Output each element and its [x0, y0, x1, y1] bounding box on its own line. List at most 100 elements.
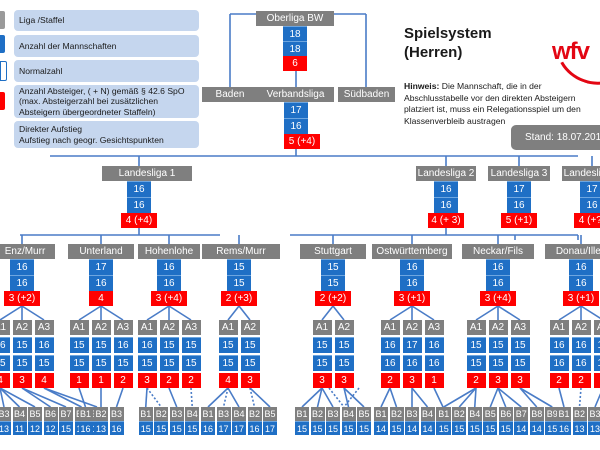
direct-promotion-line [558, 387, 565, 408]
teams-count: 15 [321, 259, 345, 275]
league-kreisliga-b: B5 [28, 407, 42, 421]
relegation-count: 3 (+1) [563, 291, 599, 306]
geo-promotion-line [146, 387, 162, 408]
teams-count: 15 [498, 421, 513, 435]
teams-count: 15 [341, 421, 356, 435]
direct-promotion-line [558, 305, 582, 321]
normal-count: 15 [488, 355, 508, 371]
normal-count: 15 [240, 355, 260, 371]
relegation-count: 2 [571, 373, 591, 388]
league-landesliga: Landesliga 1 [102, 166, 192, 181]
direct-promotion-line [227, 387, 240, 408]
teams-count: 15 [240, 337, 260, 353]
teams-count: 13 [572, 421, 587, 435]
geo-promotion-line [190, 387, 194, 408]
relegation-count: 5 (+4) [284, 134, 320, 149]
league-bezirksliga: Ostwürttemberg [372, 244, 452, 259]
teams-count: 15 [545, 421, 560, 435]
teams-count: 14 [374, 421, 388, 435]
hint-label: Hinweis: [404, 81, 440, 91]
direct-promotion-line [207, 387, 229, 408]
league-kreisliga-a: A1 [549, 320, 569, 335]
teams-count: 13 [94, 421, 108, 435]
stand-date-badge: Stand: 18.07.2019 [511, 125, 600, 150]
direct-promotion-line [580, 305, 600, 320]
league-baden: Baden [202, 87, 258, 102]
normal-count: 16 [127, 197, 151, 213]
legend-swatch-teams [0, 35, 5, 53]
normal-count: 16 [380, 355, 400, 371]
direct-promotion-line [115, 387, 124, 408]
direct-promotion-line [227, 305, 240, 321]
league-kreisliga-a: A1 [0, 320, 10, 335]
direct-promotion-line [389, 305, 413, 321]
geo-promotion-line [249, 387, 256, 408]
league-kreisliga-b: B6 [43, 407, 58, 421]
direct-promotion-line [489, 387, 499, 408]
direct-promotion-line [497, 387, 522, 408]
league-kreisliga-a: A3 [593, 320, 600, 335]
league-suedbaden: Südbaden [338, 87, 395, 102]
legend-item-relegation: Anzahl Absteiger, ( + N) gemäß § 42.6 Sp… [14, 85, 199, 118]
teams-count: 16 [571, 337, 591, 353]
normal-count: 18 [283, 41, 307, 56]
direct-promotion-line [332, 305, 345, 321]
direct-promotion-line [473, 387, 477, 408]
normal-count: 16 [284, 118, 308, 134]
normal-count: 15 [113, 355, 133, 371]
relegation-count: 3 [12, 373, 32, 388]
league-kreisliga-a: A3 [510, 320, 530, 335]
teams-count: 17 [284, 102, 308, 118]
teams-count: 15 [452, 421, 467, 435]
league-kreisliga-b: B1 [78, 407, 93, 421]
teams-count: 15 [483, 421, 498, 435]
direct-promotion-line [519, 387, 538, 408]
geo-promotion-line [343, 387, 360, 408]
league-kreisliga-a: A2 [12, 320, 32, 335]
league-kreisliga-a: A3 [113, 320, 133, 335]
direct-promotion-line [321, 387, 334, 408]
relegation-count: 2 [593, 373, 600, 388]
relegation-count: 3 [488, 373, 508, 388]
teams-count: 16 [557, 421, 571, 435]
teams-count: 16 [400, 259, 424, 275]
teams-count: 15 [185, 421, 200, 435]
teams-count: 16 [109, 421, 124, 435]
title-line: (Herren) [404, 44, 463, 61]
teams-count: 16 [593, 337, 600, 353]
direct-promotion-line [380, 387, 391, 408]
teams-count: 16 [10, 259, 34, 275]
normal-count: 15 [12, 355, 32, 371]
league-kreisliga-a: A1 [69, 320, 89, 335]
direct-promotion-line [0, 387, 21, 408]
teams-count: 15 [154, 421, 169, 435]
legend-label: Anzahl der Mannschaften [19, 40, 117, 51]
teams-count: 15 [389, 421, 404, 435]
league-kreisliga-a: A1 [218, 320, 238, 335]
teams-count: 15 [159, 337, 179, 353]
teams-count: 17 [216, 421, 231, 435]
teams-count: 14 [405, 421, 419, 435]
direct-promotion-line [497, 387, 507, 408]
league-kreisliga-b: B4 [420, 407, 435, 421]
direct-promotion-line [321, 305, 334, 321]
teams-count: 15 [91, 337, 111, 353]
legend-label: Direkter Aufstieg [19, 124, 83, 134]
league-kreisliga-b: B2 [389, 407, 404, 421]
direct-promotion-line [21, 387, 67, 408]
direct-promotion-line [316, 387, 323, 408]
legend-label: Normalzahl [19, 65, 63, 76]
league-oberliga: Oberliga BW [256, 11, 334, 26]
league-kreisliga-b: B2 [572, 407, 587, 421]
league-kreisliga-b: B1 [201, 407, 215, 421]
normal-count: 15 [69, 355, 89, 371]
legend-label: Liga /Staffel [19, 15, 65, 26]
relegation-count: 4 [0, 373, 10, 388]
teams-count: 16 [486, 259, 510, 275]
league-kreisliga-b: B5 [483, 407, 498, 421]
league-kreisliga-a: A2 [91, 320, 111, 335]
teams-count: 17 [580, 181, 600, 197]
league-kreisliga-b: B4 [12, 407, 27, 421]
legend-item-league: Liga /Staffel [14, 10, 199, 31]
normal-count: 15 [321, 275, 345, 291]
